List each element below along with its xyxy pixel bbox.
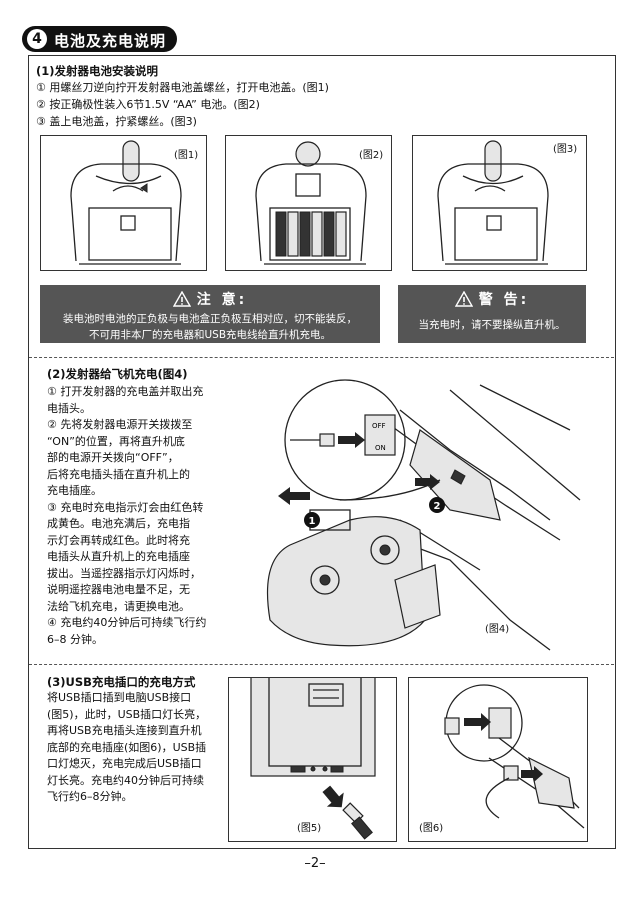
part2-line: 示灯会再转成红色。此时将充 [47, 533, 190, 547]
warning-box: 警 告: 当充电时，请不要操纵直升机。 [398, 285, 586, 343]
part3-line: (图5)，此时，USB插口灯长亮， [47, 707, 207, 721]
part1-step-3: ③ 盖上电池盖，拧紧螺丝。(图3) [36, 115, 197, 128]
part2-instructions: ① 打开发射器的充电盖并取出充 电插头。 ② 先将发射器电源开关拨拨至 “ON”… [47, 384, 206, 648]
marker-2: 2 [434, 501, 441, 512]
part3-instructions: 将USB插口插到电脑USB接口 (图5)，此时，USB插口灯长亮， 再将USB充… [47, 690, 206, 806]
part3-line: 口灯熄灭，充电完成后USB插口 [47, 757, 202, 770]
part2-line: 说明遥控器电池电量不足，无 [47, 583, 190, 596]
page-number: –2– [304, 856, 326, 871]
usb-computer-illustration [250, 678, 376, 840]
switch-off-label: OFF [372, 422, 386, 430]
part3-line: 将USB插口插到电脑USB接口 [47, 691, 192, 704]
figure-1-caption: (图1) [174, 150, 199, 161]
figure-1-panel: (图1) [40, 135, 207, 271]
warning-triangle-icon [172, 291, 191, 307]
marker-1: 1 [309, 516, 316, 527]
part2-line: 成黄色。电池充满后，充电指 [47, 517, 190, 530]
charging-illustration: OFF ON 1 2 [267, 379, 581, 651]
part1-heading: (1)发射器电池安装说明 [36, 64, 159, 78]
part2-line: 6–8 分钟。 [47, 632, 103, 646]
attention-line-1: 装电池时电池的正负极与电池盒正负极互相对应，切不能装反， [63, 313, 357, 325]
part3-heading: (3)USB充电插口的充电方式 [47, 675, 196, 689]
section-number-badge: 4 [27, 29, 47, 49]
part1-step-1: ① 用螺丝刀逆向拧开发射器电池盖螺丝，打开电池盖。(图1) [36, 81, 329, 94]
attention-box: 注 意: 装电池时电池的正负极与电池盒正负极互相对应，切不能装反， 不可用非本厂… [40, 285, 380, 343]
warning-title: 警 告: [478, 292, 530, 308]
section-divider [29, 357, 614, 358]
part3-line: 底部的充电插座(如图6)，USB插 [47, 740, 207, 754]
attention-title: 注 意: [196, 292, 248, 308]
usb-helicopter-illustration [444, 684, 585, 829]
part3-line: 飞行约6–8分钟。 [47, 790, 133, 803]
part2-line: ④ 充电约40分钟后可持续飞行约 [47, 616, 207, 629]
part2-line: 后将充电插头插在直升机上的 [47, 467, 190, 481]
figure-5-panel: (图5) [228, 677, 397, 842]
part2-line: 法给飞机充电，请更换电池。 [47, 599, 190, 613]
part2-heading: (2)发射器给飞机充电(图4) [47, 367, 188, 381]
part2-line: 部的电源开关拨向“OFF”， [47, 451, 179, 464]
section-header-bar [22, 26, 177, 52]
figure-2-caption: (图2) [359, 150, 384, 161]
attention-line-2: 不可用非本厂的充电器和USB充电线给直升机充电。 [88, 329, 332, 341]
warning-triangle-icon [454, 291, 473, 307]
part2-line: 充电插座。 [47, 484, 102, 497]
figure-6-panel: (图6) [408, 677, 588, 842]
part3-line: 再将USB充电插头连接到直升机 [47, 724, 202, 737]
part2-line: ③ 充电时充电指示灯会由红色转 [47, 500, 204, 514]
figure-3-caption: (图3) [553, 144, 578, 155]
section-divider [29, 664, 614, 665]
figure-5-caption: (图5) [297, 823, 322, 834]
warning-line-1: 当充电时，请不要操纵直升机。 [418, 319, 566, 331]
part2-line: 电插头从直升机上的充电插座 [47, 550, 190, 563]
section-title: 电池及充电说明 [54, 32, 167, 50]
figure-2-panel: (图2) [225, 135, 392, 271]
part2-line: 拔出。当遥控器指示灯闪烁时， [47, 566, 201, 580]
figure-3-panel: (图3) [412, 135, 587, 271]
part2-line: “ON”的位置，再将直升机底 [47, 434, 185, 448]
part1-step-2: ② 按正确极性装入6节1.5V “AA” 电池。(图2) [36, 98, 260, 111]
switch-on-label: ON [375, 444, 386, 452]
figure-4-caption: (图4) [485, 624, 510, 635]
part2-line: ① 打开发射器的充电盖并取出充 [47, 385, 204, 398]
figure-6-caption: (图6) [419, 823, 444, 834]
content-frame [28, 55, 616, 849]
battery-compartment-illustration [255, 141, 367, 265]
battery-cover-closed-illustration [437, 140, 549, 265]
figure-4-illustration: OFF ON 1 2 (图4) [250, 370, 590, 660]
part2-line: 电插头。 [47, 401, 91, 415]
transmitter-back-illustration [70, 140, 182, 265]
part2-line: ② 先将发射器电源开关拨拨至 [47, 418, 193, 431]
part3-line: 灯长亮。充电约40分钟后可持续 [47, 773, 204, 787]
